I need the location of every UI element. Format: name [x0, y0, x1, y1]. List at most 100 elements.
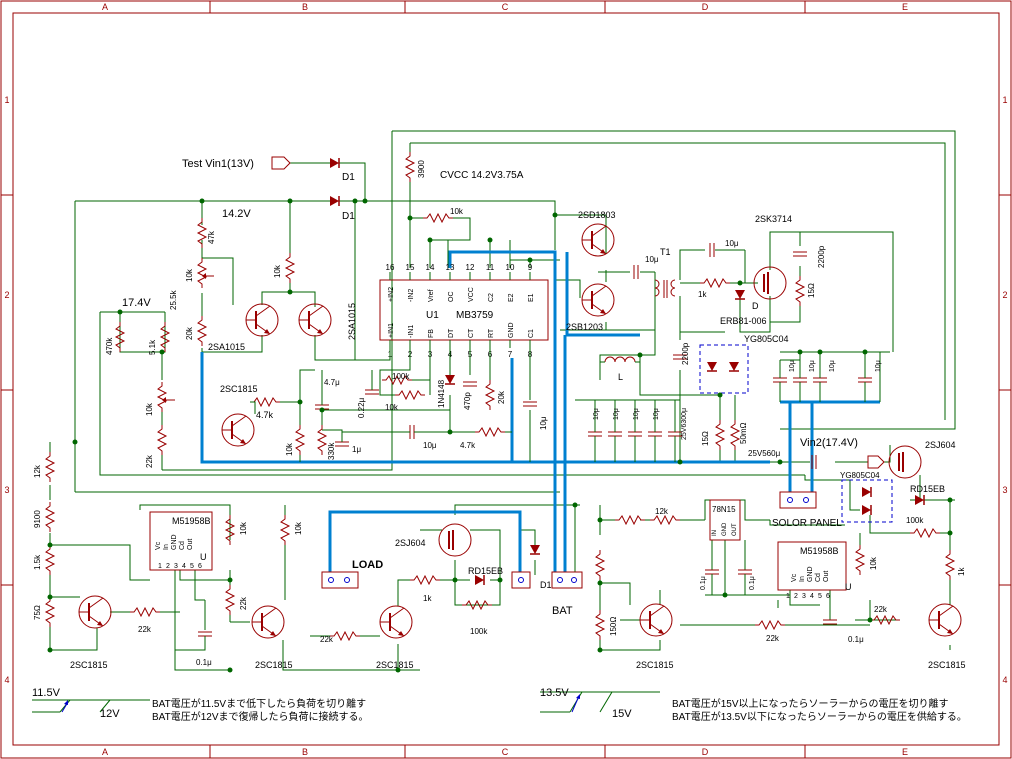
c10u-d-label: 10μ: [725, 239, 739, 248]
pot-10k-c[interactable]: [157, 381, 175, 413]
capacitor-0u1-a: [197, 631, 213, 637]
ic-name--in1: -IN1: [408, 325, 415, 338]
ic-name-rt: RT: [488, 328, 495, 338]
q2sb1203-label: 2SB1203: [566, 322, 603, 332]
ic-mb3759: [379, 279, 549, 341]
diode-d: [734, 289, 746, 300]
reg-label: 78N15: [712, 505, 736, 514]
r22k-a-label: 22k: [145, 454, 154, 468]
q2sk3714-label: 2SK3714: [755, 214, 792, 224]
m51958-b-name-in: In: [799, 576, 806, 582]
yg1-label: YG805C04: [744, 334, 789, 344]
resistor-22k-b: [129, 607, 161, 617]
note-left-line1: BAT電圧が11.5Vまで低下したら負荷を切り離す: [152, 697, 366, 710]
row-label-1-right: 1: [1002, 95, 1007, 105]
r22k-b-label: 22k: [138, 625, 152, 634]
zener-rd15eb-a: [474, 574, 485, 586]
resistor-9100: [45, 501, 55, 533]
r10k-f-label: 10k: [239, 521, 248, 535]
ic-pin-14: 14: [426, 263, 435, 272]
capacitor-0u1-c: [737, 569, 753, 575]
capacitor-2200p-a: [792, 251, 808, 257]
input-diode-d1a: [329, 157, 340, 169]
reg-pin-out: OUT: [732, 523, 738, 536]
load-label: LOAD: [352, 559, 383, 571]
ic-name-dt: DT: [448, 328, 455, 338]
diode-d-label: D: [752, 301, 759, 311]
row-label-2: 2: [4, 290, 9, 300]
r1k5-label: 1.5k: [33, 554, 42, 570]
resistor-75: [45, 596, 55, 628]
cap-bank-b-3: 10μ: [829, 360, 836, 372]
reg-pins: IN GND OUT: [712, 522, 738, 536]
diode-yg805-a: [706, 361, 740, 372]
resistor-22k-c: [225, 584, 235, 616]
resistor-3900: [405, 151, 415, 183]
q2sd1803-label: 2SD1803: [578, 210, 616, 220]
capacitor-0u1-d: [822, 619, 838, 625]
transistor-2sc1815-a: [78, 595, 112, 629]
col-label-e-bottom: E: [902, 747, 908, 757]
col-label-c-bottom: C: [502, 747, 509, 757]
m51958-b-pin-6: 6: [826, 593, 830, 600]
transistor-2sc1815-d: [639, 603, 673, 637]
r12k-b-label: 12k: [655, 507, 669, 516]
capacitor-470p: [462, 381, 478, 387]
test-vin-port[interactable]: [271, 156, 291, 170]
c0u1-a-label: 0.1μ: [196, 658, 212, 667]
resistor-1k2-a: [614, 515, 646, 525]
resistor-10k-e: [394, 390, 426, 400]
r5k1-label: 5.1k: [148, 339, 157, 355]
ic-pin-12: 12: [466, 263, 475, 272]
ic-pin-15: 15: [406, 263, 415, 272]
v14-label: 14.2V: [222, 208, 251, 220]
capacitor-bank-b: [772, 377, 873, 383]
load-connector[interactable]: [321, 571, 359, 589]
row-label-3-right: 3: [1002, 485, 1007, 495]
solar-connector[interactable]: [779, 491, 817, 509]
solar-label: SOLOR PANEL: [772, 518, 842, 529]
junction-dots: [47, 198, 953, 673]
capacitor-10u-a: [522, 401, 538, 407]
m51958-a-pin-3: 3: [174, 563, 178, 570]
bat-connector[interactable]: [551, 571, 583, 589]
r50m-label: 50mΩ: [739, 422, 748, 444]
r10k-h-label: 10k: [869, 556, 878, 570]
r1k-b-label: 1k: [423, 594, 432, 603]
ic-pin-13: 13: [446, 263, 455, 272]
diode-yg805-b: [861, 486, 872, 516]
c470p-label: 470p: [463, 392, 472, 410]
col-label-e: E: [902, 2, 908, 12]
ic-name-c1: C1: [528, 329, 535, 338]
note-right-line2: BAT電圧が13.5V以下になったらソーラーからの電圧を供給する。: [672, 710, 967, 723]
resistor-1k2-b: [595, 549, 605, 581]
cvcc-label: CVCC 14.2V3.75A: [440, 170, 524, 181]
vin2-label: Vin2(17.4V): [800, 437, 858, 449]
col-label-a: A: [102, 2, 108, 12]
r4k7-b-label: 4.7k: [460, 441, 476, 450]
ic-name-vref: Vref: [428, 289, 435, 302]
d1n4148-label: 1N4148: [437, 379, 446, 408]
note-right: 13.5V 15V BAT電圧が15V以上になったらソーラーからの電圧を切り離す…: [540, 687, 967, 723]
r75-label: 75Ω: [33, 605, 42, 620]
r10k-top-label: 10k: [450, 207, 464, 216]
r1k-a-label: 1k: [698, 290, 707, 299]
vin2-port[interactable]: [867, 455, 885, 469]
ic-pin-9: 9: [528, 263, 533, 272]
erb-label: ERB81-006: [720, 316, 767, 326]
note-left: 11.5V 12V BAT電圧が11.5Vまで低下したら負荷を切り離す BAT電…: [32, 687, 369, 723]
ic-name-+in2: +IN2: [388, 287, 395, 302]
ic-name-e1: E1: [528, 293, 535, 302]
q2sc1815-a-label: 2SC1815: [70, 660, 108, 670]
row-label-2-right: 2: [1002, 290, 1007, 300]
r470k-label: 470k: [105, 337, 114, 355]
test-vin-label: Test Vin1(13V): [182, 158, 254, 170]
ic-name-oc: OC: [448, 292, 455, 303]
m51958-b-name-gnd: GND: [807, 566, 814, 582]
pot-10k[interactable]: [197, 257, 214, 289]
m51958-b-pin-1: 1: [786, 593, 790, 600]
d1-connector[interactable]: [511, 571, 531, 589]
